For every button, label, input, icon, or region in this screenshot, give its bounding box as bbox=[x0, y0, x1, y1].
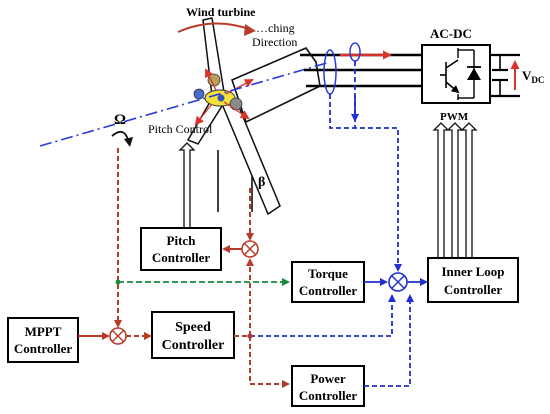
ac-dc-label: AC-DC bbox=[430, 26, 472, 41]
hub-actuator-left bbox=[193, 88, 205, 100]
vdc-subscript: DC bbox=[531, 75, 544, 85]
wind-turbine-illustration bbox=[39, 17, 331, 216]
rotor-axis-line bbox=[39, 61, 331, 147]
torque-controller-label-1: Torque bbox=[308, 266, 348, 281]
pitching-direction-label-2: Direction bbox=[252, 35, 297, 49]
wind-turbine-label: Wind turbine bbox=[186, 5, 256, 19]
sum-junction-speed bbox=[109, 327, 127, 345]
power-controller-label-1: Power bbox=[310, 371, 346, 386]
pitch-control-label: Pitch Control bbox=[148, 122, 213, 136]
blade-force-arrow bbox=[223, 101, 250, 120]
torque-controller-block: Torque Controller bbox=[291, 261, 365, 303]
hub-actuator-top bbox=[207, 73, 221, 87]
vdc-label: VDC bbox=[522, 68, 544, 85]
hub-actuator-right bbox=[229, 97, 243, 111]
sum-junction-inner bbox=[388, 272, 408, 292]
beta-label: β bbox=[258, 175, 265, 190]
omega-label: Ω bbox=[114, 112, 126, 128]
pitch-rotation-arc bbox=[177, 22, 253, 33]
pitch-controller-label-2: Controller bbox=[152, 250, 210, 265]
pwm-label: PWM bbox=[440, 111, 469, 123]
current-sensor-ring bbox=[323, 49, 337, 95]
pwm-signal-arrows bbox=[432, 122, 478, 258]
torque-controller-label-2: Controller bbox=[299, 283, 357, 298]
dc-link bbox=[490, 53, 520, 98]
speed-controller-label-1: Speed bbox=[175, 320, 211, 335]
blue-signal-paths bbox=[250, 61, 428, 387]
pitch-controller-label-1: Pitch bbox=[167, 233, 197, 248]
inner-loop-controller-label-1: Inner Loop bbox=[442, 264, 505, 279]
blade-force-arrow bbox=[225, 79, 254, 95]
power-lines bbox=[300, 42, 422, 95]
omega-rotation-arrowhead-icon bbox=[124, 137, 133, 147]
inner-loop-controller-label-2: Controller bbox=[444, 282, 502, 297]
mppt-controller-label-2: Controller bbox=[14, 341, 72, 356]
speed-controller-block: Speed Controller bbox=[151, 311, 235, 359]
inner-loop-controller-block: Inner Loop Controller bbox=[427, 257, 519, 303]
pitch-command-arrow bbox=[178, 142, 196, 228]
pitching-direction-label-1: …ching bbox=[256, 21, 295, 35]
power-controller-label-2: Controller bbox=[299, 388, 357, 403]
power-controller-block: Power Controller bbox=[291, 365, 365, 407]
mppt-controller-block: MPPT Controller bbox=[7, 317, 79, 363]
omega-branch-node bbox=[115, 279, 121, 285]
pitch-controller-block: Pitch Controller bbox=[140, 227, 222, 271]
ac-dc-converter bbox=[421, 44, 491, 104]
omega-rotation-icon bbox=[111, 130, 129, 141]
blade-force-arrow bbox=[194, 103, 213, 126]
sum-junction-pitch bbox=[241, 240, 259, 258]
speed-controller-label-2: Controller bbox=[162, 338, 225, 353]
mppt-controller-label-1: MPPT bbox=[25, 324, 62, 339]
blade-force-arrow bbox=[205, 68, 217, 91]
pitch-rotation-arrowhead-icon bbox=[244, 24, 256, 36]
voltage-sensor-ring bbox=[349, 42, 361, 62]
speed-branch-node bbox=[247, 333, 253, 339]
hub-actuator-center bbox=[217, 94, 225, 102]
